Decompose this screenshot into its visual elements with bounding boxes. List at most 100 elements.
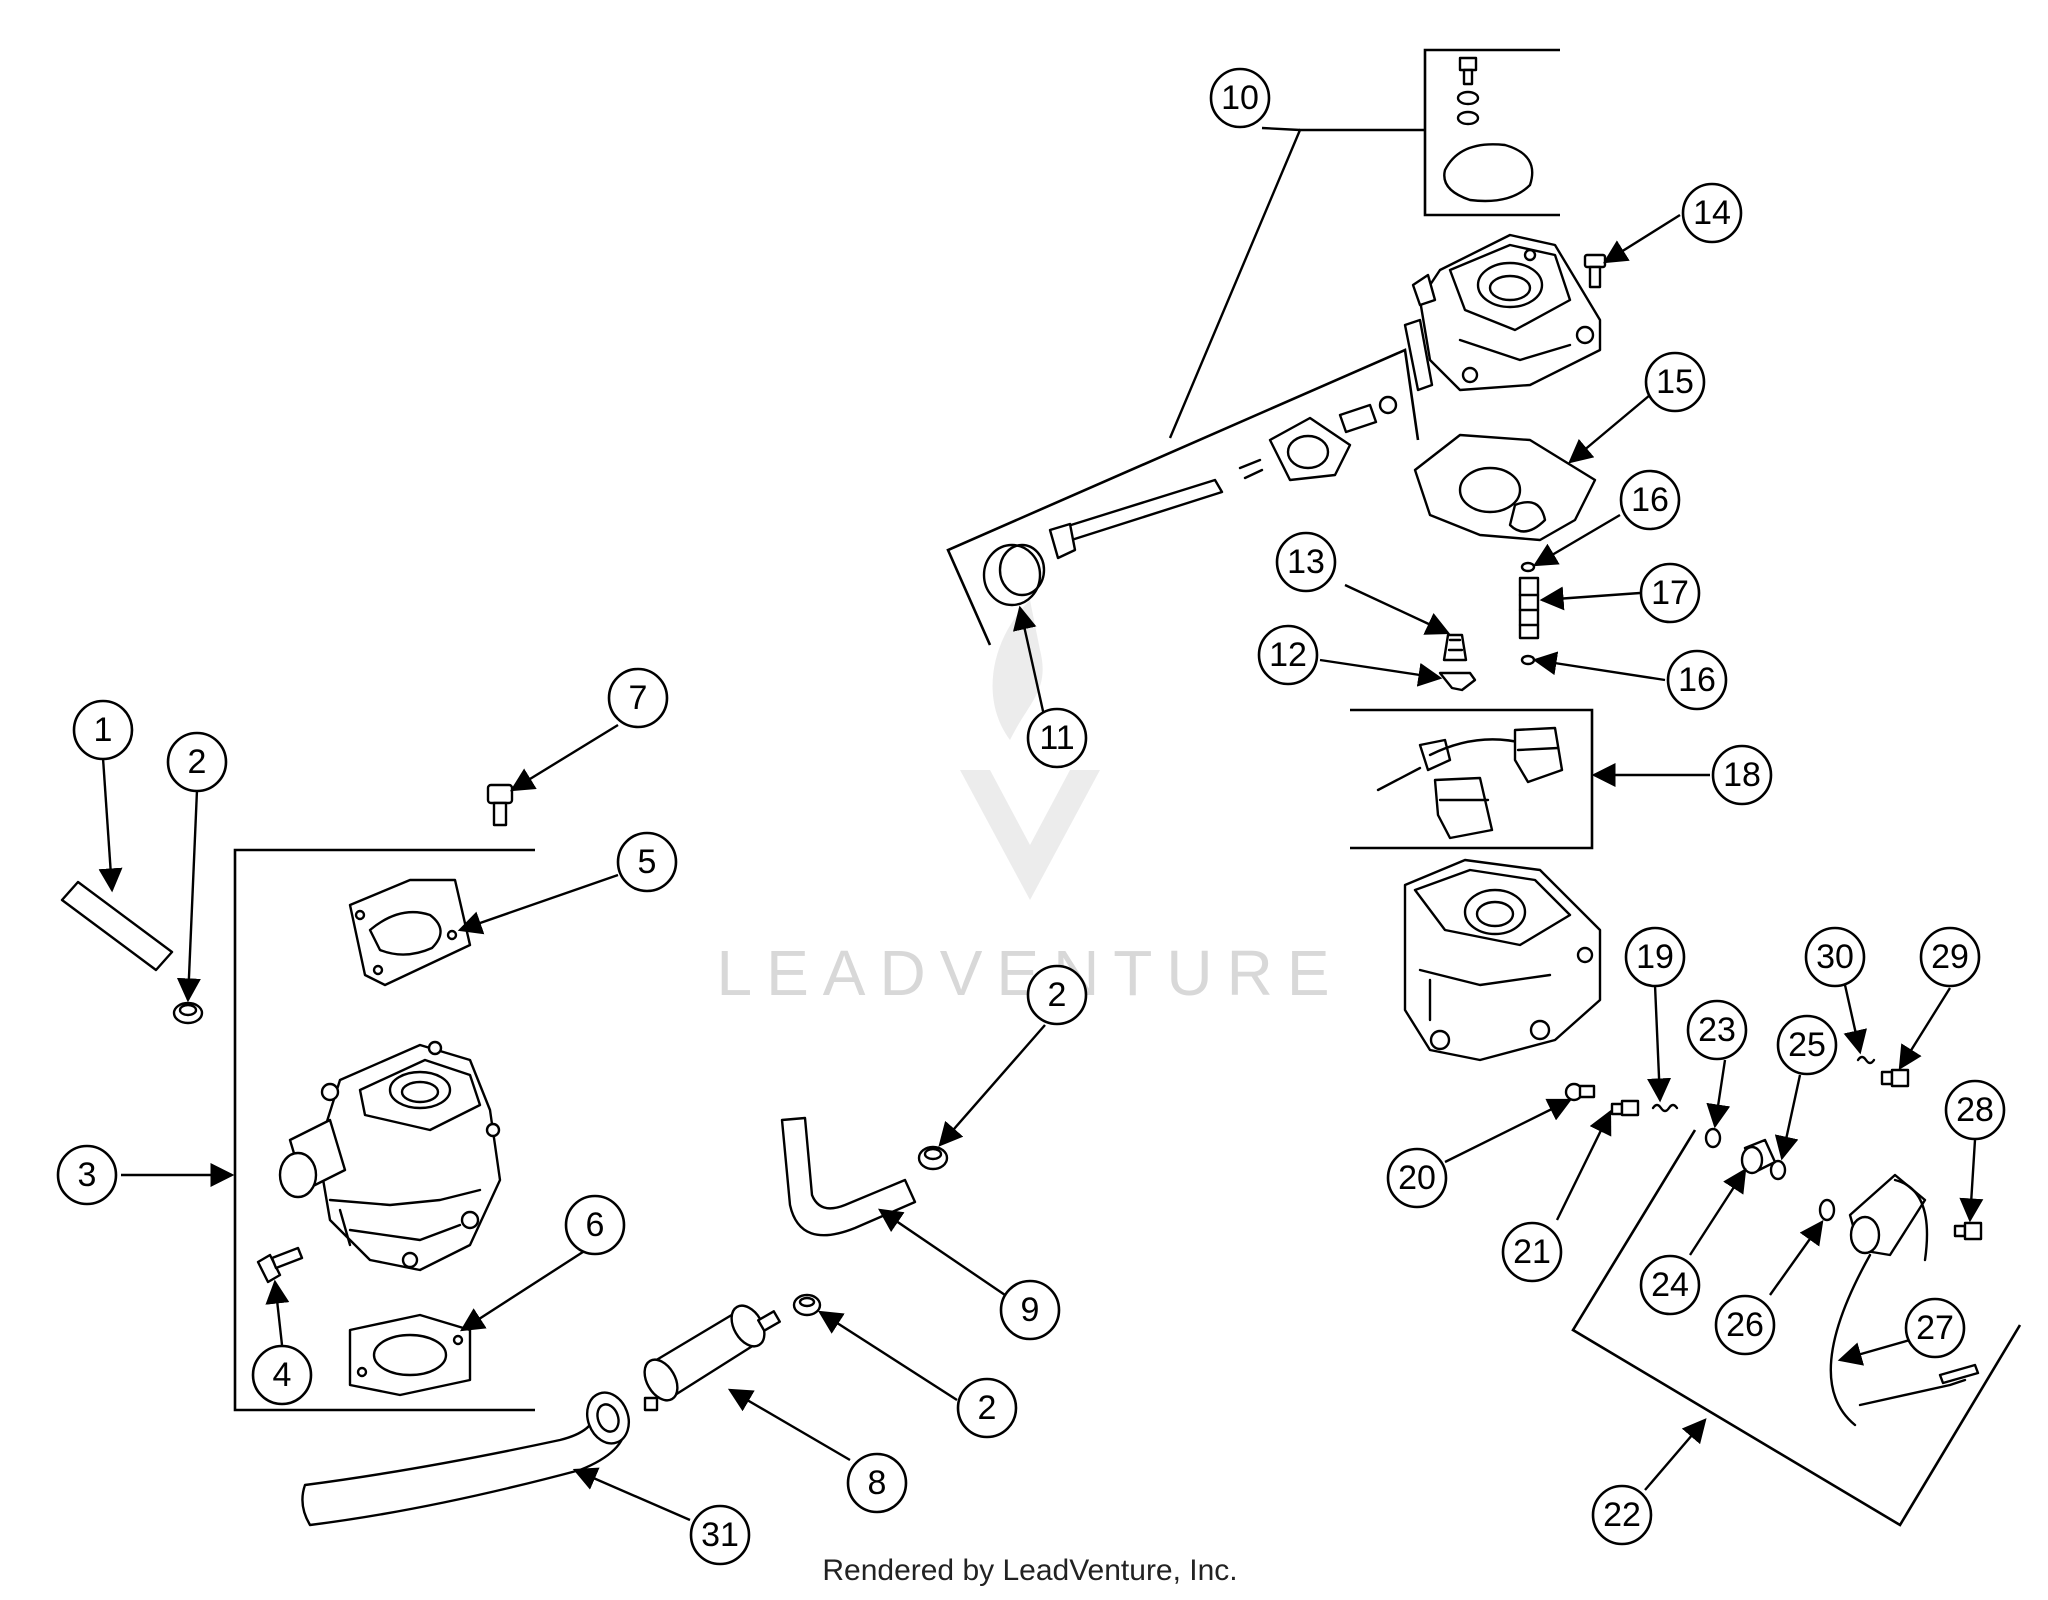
part-screw-7: [486, 783, 514, 827]
callout-16-b: 16: [1666, 649, 1728, 711]
part-screw-14: [1583, 253, 1607, 289]
part-solenoid-27: [1829, 1173, 1980, 1427]
svg-text:7: 7: [629, 679, 648, 717]
part-kit-10-hardware: [1443, 56, 1534, 203]
svg-text:30: 30: [1816, 938, 1854, 976]
callout-2-b: 2: [1026, 964, 1088, 1026]
callout-13: 13: [1275, 531, 1337, 593]
callout-31: 31: [689, 1504, 751, 1566]
part-tube-17: [1518, 561, 1540, 666]
svg-text:14: 14: [1693, 194, 1731, 232]
callout-4: 4: [251, 1344, 313, 1406]
svg-text:18: 18: [1723, 756, 1761, 794]
part-screw-4: [256, 1246, 304, 1284]
callout-9: 9: [999, 1279, 1061, 1341]
svg-text:17: 17: [1651, 574, 1689, 612]
svg-text:3: 3: [78, 1156, 97, 1194]
part-oring-23: [1704, 1127, 1722, 1149]
svg-text:27: 27: [1916, 1309, 1954, 1347]
frame-kit-10-top: [1423, 48, 1560, 217]
svg-text:13: 13: [1287, 543, 1325, 581]
callout-7: 7: [607, 667, 669, 729]
svg-text:5: 5: [638, 843, 657, 881]
part-spring-30: [1856, 1055, 1876, 1065]
part-clip-12: [1438, 671, 1477, 692]
part-clamp-1: [172, 1001, 204, 1025]
part-plug-24: [1740, 1138, 1777, 1175]
callout-20: 20: [1386, 1147, 1448, 1209]
watermark-flame-logo: [992, 600, 1043, 740]
svg-text:8: 8: [868, 1464, 887, 1502]
svg-text:1: 1: [94, 711, 113, 749]
watermark-text: LEADVENTURE: [717, 937, 1344, 1009]
callout-29: 29: [1919, 926, 1981, 988]
callout-23: 23: [1686, 999, 1748, 1061]
part-fuel-filter: [643, 1304, 781, 1412]
callout-2-c: 2: [956, 1377, 1018, 1439]
callout-16-a: 16: [1619, 469, 1681, 531]
part-screw-21: [1610, 1099, 1640, 1117]
callout-26: 26: [1714, 1294, 1776, 1356]
callout-19: 19: [1624, 926, 1686, 988]
part-throttle-shaft: [1048, 395, 1398, 560]
part-gasket-15: [1413, 433, 1597, 542]
part-hose-long: [301, 1391, 630, 1527]
callout-30: 30: [1804, 926, 1866, 988]
callout-1: 1: [72, 699, 134, 761]
part-float-18: [1376, 726, 1564, 840]
svg-text:28: 28: [1956, 1091, 1994, 1129]
svg-text:26: 26: [1726, 1306, 1764, 1344]
svg-text:9: 9: [1021, 1291, 1040, 1329]
svg-text:2: 2: [1048, 976, 1067, 1014]
svg-text:20: 20: [1398, 1159, 1436, 1197]
part-cap-11: [982, 543, 1046, 607]
part-hose-bent: [780, 1116, 917, 1237]
part-screw-20: [1564, 1082, 1596, 1102]
svg-text:31: 31: [701, 1516, 739, 1554]
callout-11: 11: [1026, 707, 1088, 769]
callout-18: 18: [1711, 744, 1773, 806]
leader-lines: [98, 213, 1984, 1522]
callout-25: 25: [1776, 1014, 1838, 1076]
part-carburetor-left: [278, 1040, 502, 1272]
footer-credit: Rendered by LeadVenture, Inc.: [822, 1554, 1237, 1587]
svg-text:4: 4: [273, 1356, 292, 1394]
callout-8: 8: [846, 1452, 908, 1514]
svg-text:12: 12: [1269, 636, 1307, 674]
svg-text:6: 6: [586, 1206, 605, 1244]
svg-text:16: 16: [1678, 661, 1716, 699]
callout-2-a: 2: [166, 731, 228, 793]
frame-shaft-assembly: [946, 348, 1420, 646]
assembly-frame-left: [233, 848, 535, 1412]
callout-6: 6: [564, 1194, 626, 1256]
svg-text:11: 11: [1039, 719, 1074, 757]
svg-text:2: 2: [188, 743, 207, 781]
part-carburetor-lower: [1403, 858, 1602, 1062]
svg-text:23: 23: [1698, 1011, 1736, 1049]
part-hose-short: [60, 880, 174, 972]
callout-14: 14: [1681, 182, 1743, 244]
callout-12: 12: [1257, 624, 1319, 686]
callout-3: 3: [56, 1144, 118, 1206]
watermark-v-logo: [960, 770, 1100, 900]
svg-text:2: 2: [978, 1389, 997, 1427]
part-screw-29: [1880, 1068, 1910, 1088]
svg-text:29: 29: [1931, 938, 1969, 976]
callout-28: 28: [1944, 1079, 2006, 1141]
callout-10: 10: [1209, 67, 1271, 129]
callout-27: 27: [1904, 1297, 1966, 1359]
callout-24: 24: [1639, 1254, 1701, 1316]
callout-15: 15: [1644, 351, 1706, 413]
callout-17: 17: [1639, 562, 1701, 624]
part-clamp-2: [917, 1145, 949, 1171]
watermark: LEADVENTURE: [717, 600, 1344, 1009]
part-oring-25: [1769, 1159, 1787, 1181]
part-oring-26: [1818, 1198, 1836, 1222]
part-clamp-3: [792, 1293, 822, 1317]
part-screw-28: [1953, 1221, 1983, 1241]
svg-text:21: 21: [1513, 1233, 1551, 1271]
part-gasket-6: [348, 1313, 472, 1397]
part-spring-19: [1651, 1103, 1679, 1113]
